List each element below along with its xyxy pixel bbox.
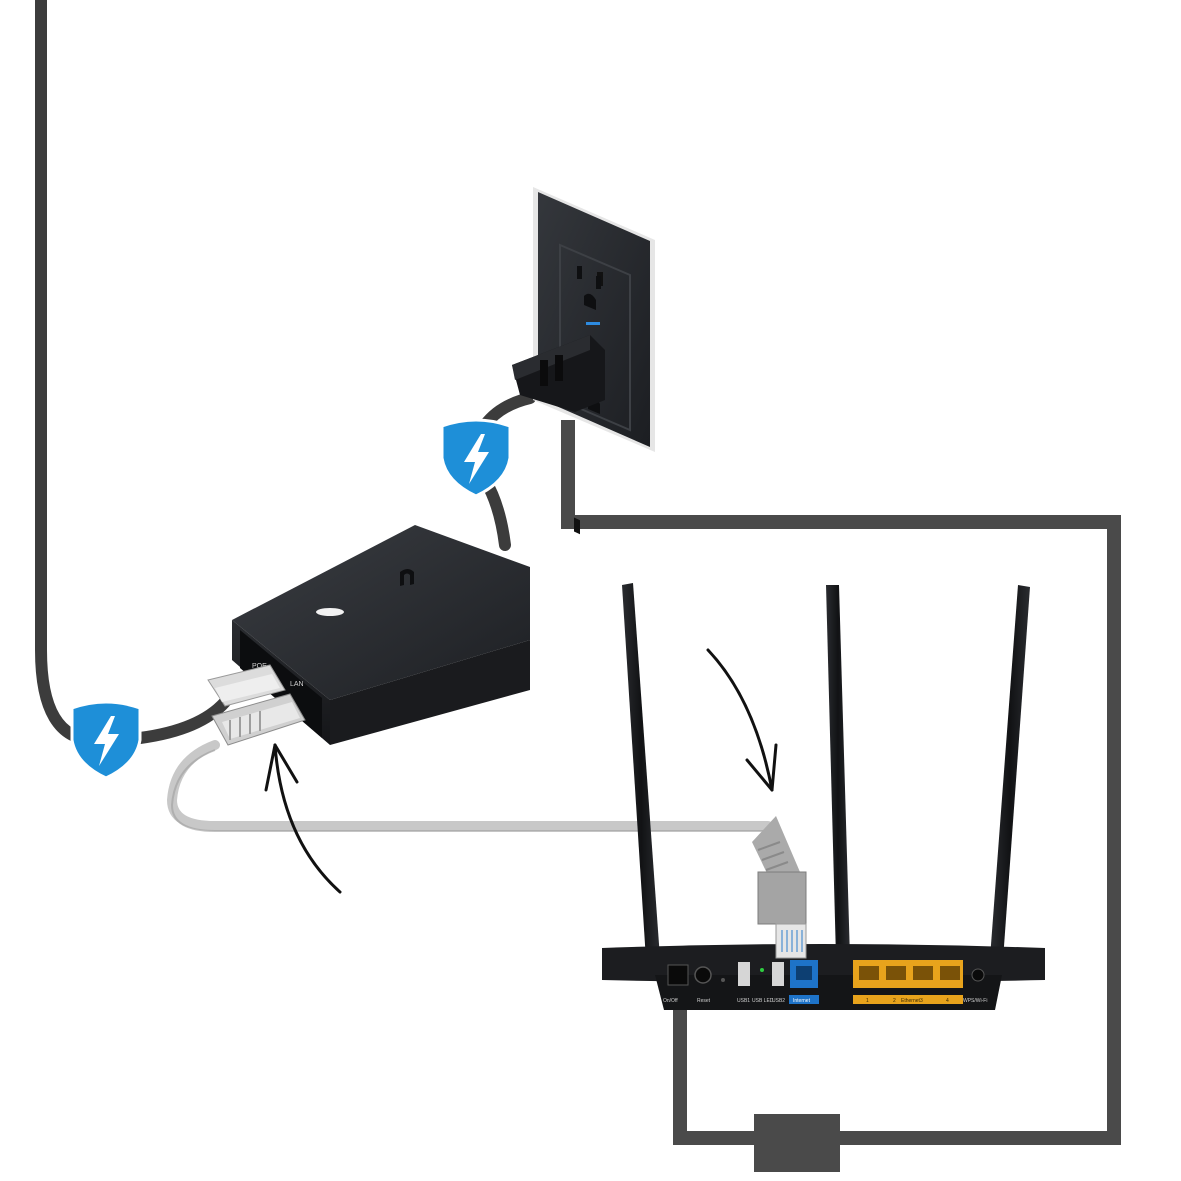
router-antenna-center xyxy=(826,585,850,958)
router-label-usbled: USB LED xyxy=(752,998,774,1004)
lightning-shield-icon xyxy=(440,418,512,498)
ethernet-cable xyxy=(166,740,773,831)
router-label-reset: Reset xyxy=(697,998,711,1004)
poe-output-cable xyxy=(35,0,231,747)
router-power-jack xyxy=(667,964,689,986)
router-label-onoff: On/Off xyxy=(663,998,678,1004)
injector-port-label-poe: POE xyxy=(252,663,267,670)
router-wps-button xyxy=(971,968,985,982)
rj45-connector-lan xyxy=(211,693,306,746)
wall-outlet xyxy=(512,187,655,535)
curved-arrow-icon xyxy=(264,743,342,894)
router-label-wps: WPS/Wi-Fi xyxy=(963,998,987,1004)
router-usb2-port xyxy=(772,962,784,986)
router-label-lan1: 1 xyxy=(866,998,869,1004)
router-label-usb2: USB2 xyxy=(772,998,785,1004)
router-antenna-right xyxy=(990,585,1030,960)
router-label-ethernet: Ethernet xyxy=(901,998,921,1004)
router-antenna-left xyxy=(622,583,660,960)
injector-led-icon xyxy=(316,608,344,616)
router-label-lan2: 2 xyxy=(893,998,896,1004)
ubiquiti-logo-icon xyxy=(400,569,414,586)
router-power-button xyxy=(694,966,712,984)
lightning-shield-icon xyxy=(70,700,142,780)
power-adapter-icon xyxy=(754,1114,840,1172)
router-label-lan3: 3 xyxy=(920,998,923,1004)
router-usb1-port xyxy=(738,962,750,986)
rj45-connector-poe xyxy=(207,664,286,707)
router-label-usb1: USB1 xyxy=(737,998,750,1004)
injector-port-label-lan: LAN xyxy=(290,681,304,688)
router: On/Off Reset USB1 USB LED USB2 Internet … xyxy=(602,583,1045,1010)
curved-arrow-icon xyxy=(706,648,778,792)
router-power-cable xyxy=(561,420,1121,1145)
rj45-connector-router xyxy=(752,816,807,959)
router-label-internet: Internet xyxy=(793,998,811,1004)
router-label-lan4: 4 xyxy=(946,998,949,1004)
